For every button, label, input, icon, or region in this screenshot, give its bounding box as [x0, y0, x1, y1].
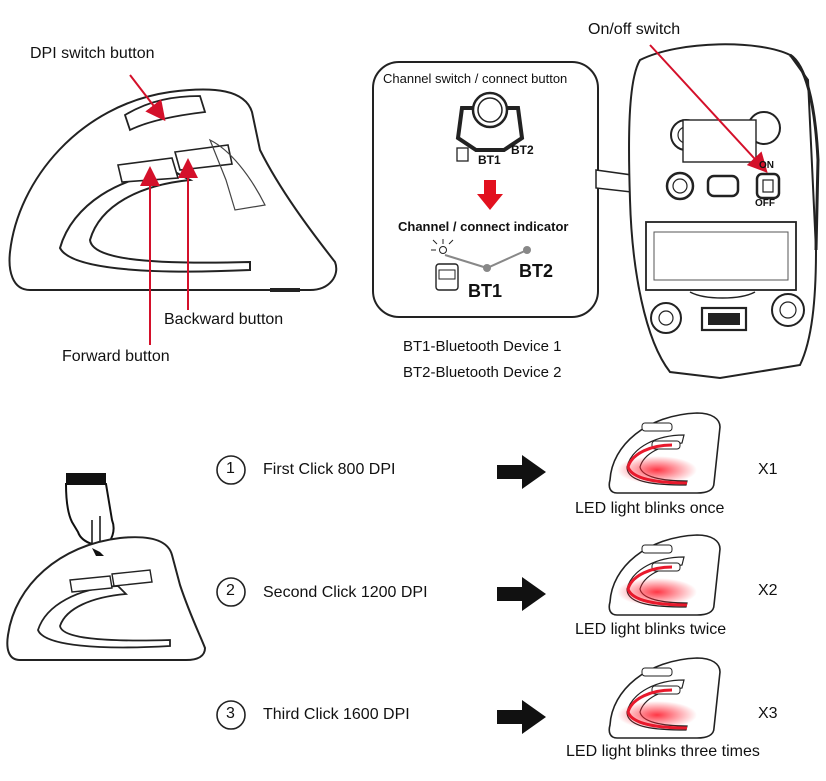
- step2-number: 2: [226, 582, 235, 599]
- step2-text: Second Click 1200 DPI: [263, 584, 428, 601]
- onoff-callout-arrow: [649, 44, 768, 173]
- channel-panel: [372, 61, 599, 318]
- bt1-description: BT1-Bluetooth Device 1: [403, 338, 562, 355]
- step3-arrow: [497, 700, 546, 734]
- bt2-small-label: BT2: [511, 143, 534, 157]
- side-view-mouse: [8, 88, 338, 292]
- step1-number: 1: [226, 460, 235, 477]
- step3-text: Third Click 1600 DPI: [263, 706, 410, 723]
- onoff-switch-label: On/off switch: [588, 21, 681, 38]
- channel-switch-title: Channel switch / connect button: [383, 71, 568, 86]
- bt2-big-label: BT2: [519, 261, 554, 281]
- dpi-callout-arrow: [129, 74, 166, 122]
- clicking-mouse: [6, 536, 207, 661]
- step1-text: First Click 800 DPI: [263, 461, 396, 478]
- bt1-small-label: BT1: [478, 153, 501, 167]
- off-label: OFF: [755, 198, 775, 209]
- forward-button-label: Forward button: [62, 348, 170, 365]
- backward-button-label: Backward button: [164, 311, 284, 328]
- step1-times: X1: [758, 461, 778, 478]
- bt2-description: BT2-Bluetooth Device 2: [403, 364, 562, 381]
- led-mouse-3: [608, 657, 721, 739]
- step3-times: X3: [758, 705, 778, 722]
- dpi-switch-label: DPI switch button: [30, 45, 155, 62]
- bt1-big-label: BT1: [468, 281, 503, 301]
- step1-blink: LED light blinks once: [575, 500, 725, 517]
- on-label: ON: [759, 160, 774, 171]
- step2-arrow: [497, 577, 546, 611]
- step2-times: X2: [758, 582, 778, 599]
- step1-arrow: [497, 455, 546, 489]
- step3-number: 3: [226, 705, 235, 722]
- step2-blink: LED light blinks twice: [575, 621, 727, 638]
- bottom-view-mouse: [628, 43, 820, 380]
- step3-circle: [216, 700, 246, 730]
- step3-blink: LED light blinks three times: [566, 743, 760, 760]
- led-mouse-2: [608, 534, 721, 616]
- step2-circle: [216, 577, 246, 607]
- step1-circle: [216, 455, 246, 485]
- led-mouse-1: [608, 412, 721, 494]
- channel-indicator-title: Channel / connect indicator: [398, 219, 569, 234]
- hand-icon: [64, 473, 115, 553]
